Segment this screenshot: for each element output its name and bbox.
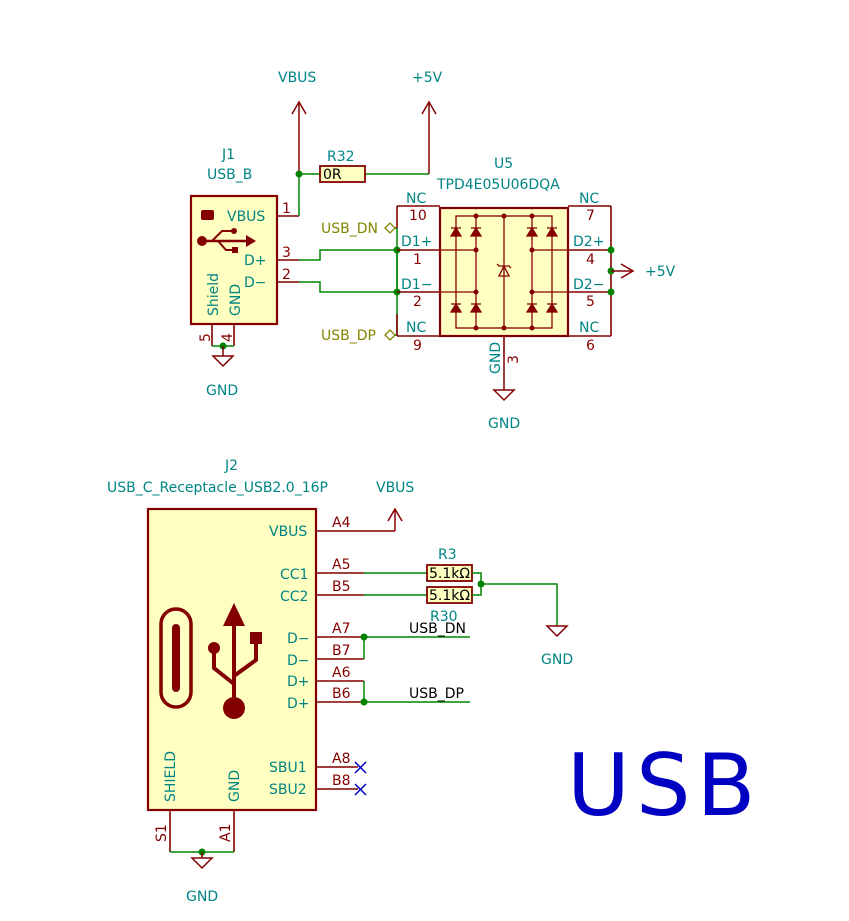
r30-reference: R30 xyxy=(430,609,458,625)
u5-pinnum-nc2: 9 xyxy=(413,338,422,354)
u5-pin-d2p-label: D2+ xyxy=(573,234,604,250)
sbu2-no-connect-icon xyxy=(354,783,367,796)
u5-pinnum-gnd: 3 xyxy=(506,355,522,364)
j2-pin-sbu2-label: SBU2 xyxy=(269,782,307,798)
u5-pinnum-d2p: 4 xyxy=(586,252,595,268)
u5-value: TPD4E05U06DQA xyxy=(436,177,560,193)
j1-value: USB_B xyxy=(207,167,252,183)
u5-pinnum-nc3: 7 xyxy=(586,208,595,224)
j2-pinnum-sbu2: B8 xyxy=(332,773,351,789)
j2-pin-dm1-label: D− xyxy=(287,631,310,647)
r32-value: 0R xyxy=(323,167,342,183)
u5-pin-nc3-label: NC xyxy=(579,191,599,207)
u5-pinnum-nc4: 6 xyxy=(586,338,595,354)
u5-pin-gnd-label: GND xyxy=(488,342,504,374)
usb-c-port-icon xyxy=(159,607,193,709)
j2-pinnum-shield: S1 xyxy=(154,824,170,842)
j2-pin-shield-label: SHIELD xyxy=(163,751,179,802)
r32-resistor[interactable]: 0R xyxy=(319,165,366,183)
j2-reference: J2 xyxy=(224,458,238,474)
j2-gnd-symbol-icon xyxy=(190,852,214,870)
j1-pinnum-shield: 5 xyxy=(198,333,214,342)
u5-pin-nc1-label: NC xyxy=(406,191,426,207)
j1-pin-shield-label: Shield xyxy=(206,273,222,316)
u5-pin-d1p-label: D1+ xyxy=(401,234,432,250)
r30-resistor[interactable]: 5.1kΩ xyxy=(426,586,473,604)
j1-pinnum-vbus: 1 xyxy=(282,201,291,217)
j1-usb-b-connector[interactable]: VBUS D+ D− Shield GND 1 3 2 5 4 xyxy=(189,194,299,346)
j2-pin-dm2-label: D− xyxy=(287,653,310,669)
j1-pin-dm-label: D− xyxy=(244,275,267,291)
r3-value: 5.1kΩ xyxy=(429,566,470,582)
j2-pin-cc1-label: CC1 xyxy=(280,567,308,583)
j2-pinnum-dm2: B7 xyxy=(332,643,351,659)
vbus-power-arrow-icon xyxy=(291,100,307,174)
j2-pin-gnd-label: GND xyxy=(227,770,243,802)
u5-pinnum-d1m: 2 xyxy=(413,294,422,310)
j2-usb-c-receptacle[interactable]: VBUS CC1 CC2 D− D− D+ D+ SBU1 SBU2 SHIEL… xyxy=(146,507,364,852)
j2-pin-cc2-label: CC2 xyxy=(280,589,308,605)
u5-pinnum-nc1: 10 xyxy=(409,208,427,224)
j1-pin-vbus-label: VBUS xyxy=(227,209,265,225)
j2-gnd-power-label: GND xyxy=(186,889,218,905)
j1-gnd-power-label: GND xyxy=(206,383,238,399)
j2-pin-dp1-label: D+ xyxy=(287,674,310,690)
j1-reference: J1 xyxy=(221,147,235,163)
u5-pin-d2m-label: D2− xyxy=(573,277,604,293)
r30-value: 5.1kΩ xyxy=(429,588,470,604)
usb-trident-icon xyxy=(208,603,262,719)
sbu1-no-connect-icon xyxy=(354,761,367,774)
j1-pin-gnd-label: GND xyxy=(228,284,244,316)
u5-pin-nc4-label: NC xyxy=(579,320,599,336)
u5-pin-d1m-label: D1− xyxy=(401,277,432,293)
j2-pinnum-gnd: A1 xyxy=(218,824,234,842)
j2-pin-vbus-label: VBUS xyxy=(269,524,307,540)
vbus-power-label: VBUS xyxy=(278,70,316,86)
p5v-power-label: +5V xyxy=(412,70,443,86)
j2-pinnum-cc1: A5 xyxy=(332,557,350,573)
u5-pinnum-d1p: 1 xyxy=(413,252,422,268)
j2-pinnum-dp1: A6 xyxy=(332,665,351,681)
usb-dp-net-label: USB_DP xyxy=(321,328,376,344)
j2-pinnum-vbus: A4 xyxy=(332,515,351,531)
u5-p5v-power-label: +5V xyxy=(645,264,676,280)
usb-symbol-icon xyxy=(197,210,256,253)
j1-pinnum-gnd: 4 xyxy=(220,333,236,342)
u5-pinnum-d2m: 5 xyxy=(586,294,595,310)
j1-pinnum-dp: 3 xyxy=(282,245,291,261)
usb-dn-net-label: USB_DN xyxy=(321,221,378,237)
cc-gnd-power-label: GND xyxy=(541,652,573,668)
p5v-right-power-arrow-icon xyxy=(611,263,635,279)
j2-pin-dp2-label: D+ xyxy=(287,696,310,712)
u5-reference: U5 xyxy=(494,156,513,172)
gnd-symbol-icon xyxy=(211,346,235,368)
usb-dn-local-label: USB_DN xyxy=(409,621,466,637)
cc-gnd-symbol-icon xyxy=(545,625,569,638)
j2-pinnum-dm1: A7 xyxy=(332,621,350,637)
j2-pinnum-sbu1: A8 xyxy=(332,751,350,767)
j2-value: USB_C_Receptacle_USB2.0_16P xyxy=(107,480,328,496)
u5-pin-nc2-label: NC xyxy=(406,320,426,336)
p5v-power-arrow-icon xyxy=(421,100,437,174)
j2-pin-sbu1-label: SBU1 xyxy=(269,760,307,776)
j1-pinnum-dm: 2 xyxy=(282,267,291,283)
usb-dp-local-label: USB_DP xyxy=(409,686,464,702)
u5-gnd-symbol-icon xyxy=(492,358,516,402)
sheet-title: USB xyxy=(567,736,762,836)
j2-vbus-power-arrow-icon xyxy=(364,507,403,532)
r3-resistor[interactable]: 5.1kΩ xyxy=(426,564,473,582)
j2-pinnum-cc2: B5 xyxy=(332,579,351,595)
u5-gnd-power-label: GND xyxy=(488,416,520,432)
j2-vbus-power-label: VBUS xyxy=(376,480,414,496)
u5-tvs-array[interactable]: NC D1+ D1− NC NC D2+ D2− NC GND 10 1 2 9… xyxy=(396,191,612,374)
r3-reference: R3 xyxy=(438,547,457,563)
j1-pin-dp-label: D+ xyxy=(244,253,267,269)
r32-reference: R32 xyxy=(327,149,355,165)
j2-pinnum-dp2: B6 xyxy=(332,686,351,702)
